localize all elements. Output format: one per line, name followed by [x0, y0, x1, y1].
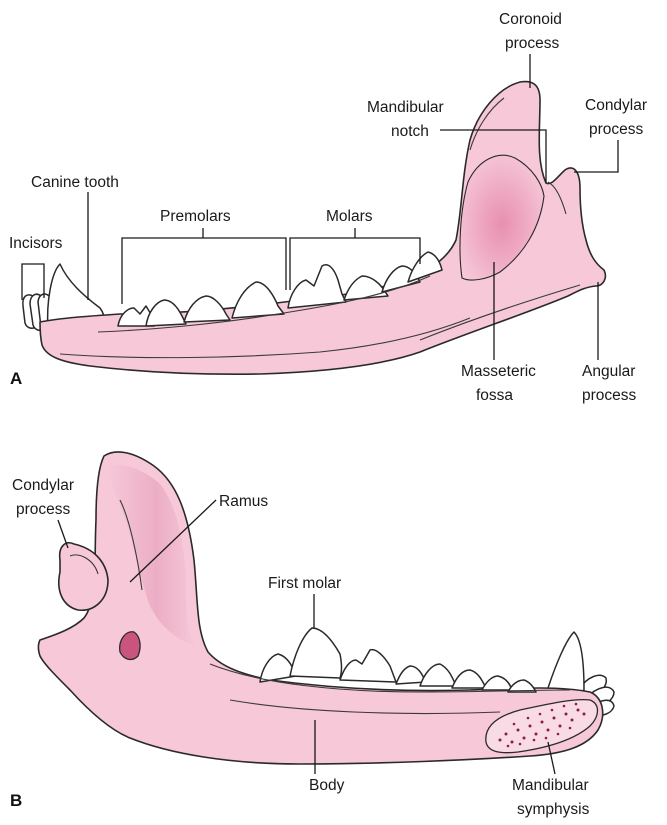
angular-process-label-line1: Angular [582, 363, 635, 380]
ramus-label: Ramus [219, 493, 268, 510]
condylar-label-line2-a: process [589, 121, 644, 138]
cheek-teeth-b [260, 628, 536, 692]
condylar-label-line2-b: process [16, 501, 71, 518]
canine-tooth-label: Canine tooth [31, 174, 119, 191]
condylar-label-line1-b: Condylar [12, 477, 74, 494]
masseteric-fossa-label-line2: fossa [476, 387, 513, 404]
condylar-leader-b [58, 520, 68, 548]
body-label: Body [309, 777, 345, 794]
panel-a-letter: A [10, 369, 22, 388]
condylar-leader-a [574, 140, 618, 172]
symphysis-label-line1: Mandibular [512, 777, 589, 794]
canine-tooth-b [548, 632, 584, 694]
condylar-label-line1-a: Condylar [585, 97, 647, 114]
mandibular-notch-label-line1: Mandibular [367, 99, 444, 116]
panel-b: Condylar process Ramus First molar Body … [10, 452, 614, 818]
panel-a: Coronoid process Mandibular notch Condyl… [9, 11, 647, 404]
symphysis-label-line2: symphysis [517, 801, 590, 818]
panel-b-letter: B [10, 791, 22, 810]
incisors-label: Incisors [9, 235, 63, 252]
premolars-label: Premolars [160, 208, 231, 225]
angular-process-label-line2: process [582, 387, 637, 404]
coronoid-label-line1: Coronoid [499, 11, 562, 28]
coronoid-label-line2: process [505, 35, 560, 52]
masseteric-fossa-label-line1: Masseteric [461, 363, 536, 380]
molars-label: Molars [326, 208, 373, 225]
mandibular-notch-label-line2: notch [391, 123, 429, 140]
first-molar-label: First molar [268, 575, 341, 592]
